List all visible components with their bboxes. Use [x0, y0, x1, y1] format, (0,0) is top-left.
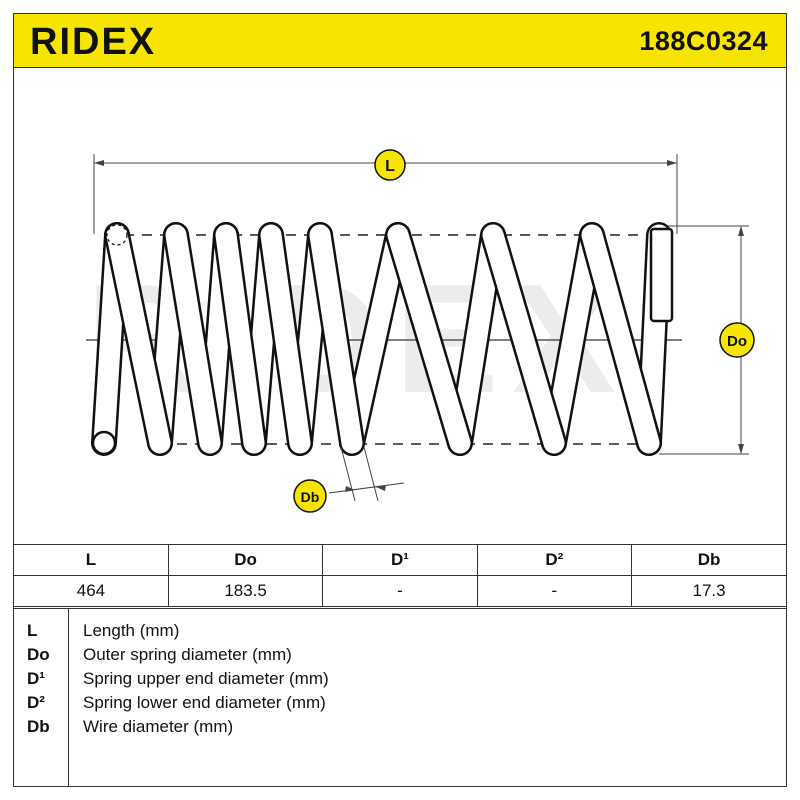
spec-header-d1: D¹ — [322, 544, 478, 576]
legend-desc: Outer spring diameter (mm) — [83, 645, 292, 664]
wire-diameter-dimension: Db — [293, 446, 405, 513]
spec-header-l: L — [14, 544, 169, 576]
spring-diagram: .w { fill: none; stroke: #111; stroke-wi… — [86, 149, 755, 513]
header-bar: RIDEX 188C0324 — [14, 14, 786, 68]
legend-key: L — [27, 621, 38, 640]
spec-header-db: Db — [631, 544, 786, 576]
legend-item: Do Outer spring diameter (mm) — [14, 645, 786, 669]
outer-diameter-label: Do — [727, 333, 747, 350]
legend-item: D¹ Spring upper end diameter (mm) — [14, 669, 786, 693]
length-label: L — [385, 158, 395, 175]
spec-value-d2: - — [476, 575, 633, 607]
svg-text:RIDEX: RIDEX — [30, 21, 156, 61]
spec-header-row: L Do D¹ D² Db — [14, 544, 786, 576]
wire-diameter-label-badge — [293, 479, 327, 513]
legend-item: D² Spring lower end diameter (mm) — [14, 693, 786, 717]
spec-value-d1: - — [322, 575, 478, 607]
spec-table: L Do D¹ D² Db 464 183.5 - - 17.3 — [14, 544, 786, 607]
spec-value-db: 17.3 — [631, 575, 786, 607]
legend: L Length (mm) Do Outer spring diameter (… — [14, 608, 786, 786]
legend-desc: Spring upper end diameter (mm) — [83, 669, 329, 688]
legend-divider — [68, 609, 69, 786]
legend-desc: Spring lower end diameter (mm) — [83, 693, 326, 712]
outer-diameter-dimension: Do — [659, 225, 755, 455]
spring-coil — [91, 222, 674, 456]
legend-desc: Wire diameter (mm) — [83, 717, 234, 736]
spec-value-l: 464 — [14, 575, 169, 607]
legend-desc: Length (mm) — [83, 621, 180, 640]
wire-diameter-label: Db — [301, 489, 320, 505]
spec-header-d2: D² — [476, 544, 633, 576]
part-number: 188C0324 — [639, 26, 768, 56]
legend-item: L Length (mm) — [14, 621, 786, 645]
spec-header-do: Do — [167, 544, 324, 576]
legend-key: D² — [27, 693, 45, 712]
legend-key: D¹ — [27, 669, 45, 688]
legend-item: Db Wire diameter (mm) — [14, 717, 786, 741]
length-label-badge — [374, 149, 406, 181]
legend-key: Db — [27, 717, 50, 736]
spec-value-do: 183.5 — [167, 575, 324, 607]
spec-value-row: 464 183.5 - - 17.3 — [14, 575, 786, 607]
length-dimension: L — [93, 149, 678, 234]
product-spec-sheet: RIDEX 188C0324 .w { fill: none; stroke: … — [13, 13, 787, 787]
ridex-logo: RIDEX — [30, 21, 156, 61]
outer-diameter-label-badge — [719, 322, 755, 358]
legend-key: Do — [27, 645, 50, 664]
